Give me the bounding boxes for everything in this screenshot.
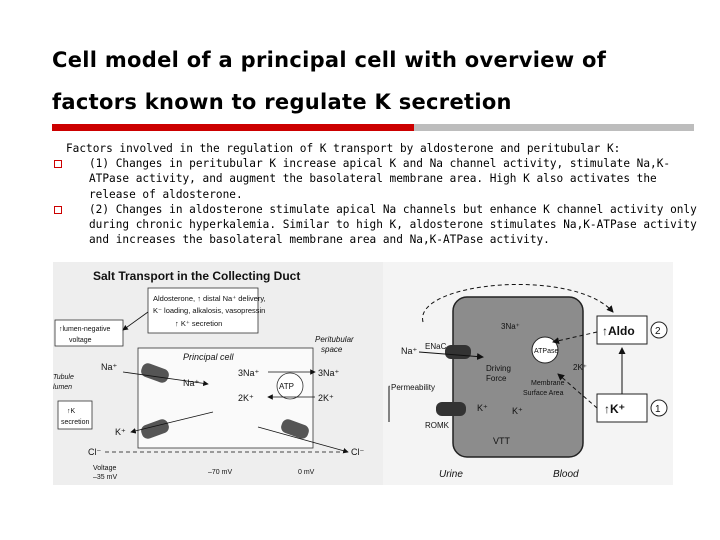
peritubular-label: Peritubular: [315, 335, 354, 344]
c2-na3-label: 3Na⁺: [501, 322, 520, 331]
tubule-lumen-label: lumen: [53, 384, 72, 391]
lumen-negative-box: [54, 319, 124, 347]
na3-out-label: 3Na⁺: [318, 368, 340, 378]
basolateral-channel-icon: [281, 419, 309, 439]
c2-na-label: Na⁺: [401, 346, 418, 356]
figure-svg: Salt Transport in the Collecting Duct Al…: [53, 262, 673, 485]
k-plus-box: [596, 393, 648, 423]
bullet-square-icon: [54, 160, 62, 169]
c2-driving-label: Driving: [486, 364, 511, 373]
c2-driving-label: Force: [486, 374, 507, 383]
atp-label: ATP: [279, 382, 294, 391]
voltage-cell-label: –70 mV: [208, 469, 232, 476]
voltage-blood-label: 0 mV: [298, 469, 315, 476]
k2-cell-label: 2K⁺: [238, 393, 254, 403]
bullet-item: (1) Changes in peritubular K increase ap…: [52, 156, 702, 202]
k-secretion-label: ↑K: [67, 408, 76, 415]
aldo-number-circle: [650, 321, 668, 339]
intro-text: Factors involved in the regulation of K …: [66, 142, 621, 155]
k-plus-label: ↑K⁺: [604, 402, 625, 416]
k2-out-label: 2K⁺: [318, 393, 334, 403]
c2-atpase-label: ATPase: [534, 348, 558, 355]
lumen-negative-label: voltage: [69, 337, 92, 344]
aldo-box: [596, 315, 648, 345]
c2-k2-label: 2K⁺: [573, 363, 587, 372]
c2-enac-label: ENaC: [425, 342, 447, 351]
aldo-label: ↑Aldo: [602, 324, 635, 338]
na3-cell-label: 3Na⁺: [238, 368, 260, 378]
voltage-lumen-label: –35 mV: [93, 474, 117, 481]
slide-body: Factors involved in the regulation of K …: [52, 141, 702, 247]
bullet-text: (1) Changes in peritubular K increase ap…: [89, 157, 671, 201]
voltage-lumen-label: Voltage: [93, 465, 116, 472]
urine-label: Urine: [439, 469, 463, 480]
na-lumen-label: Na⁺: [101, 362, 118, 372]
c2-vtt-label: VTT: [493, 436, 511, 446]
c2-membrane-label: Membrane: [531, 380, 565, 387]
factors-line: Aldosterone, ↑ distal Na⁺ delivery,: [153, 294, 266, 303]
na-cell-label: Na⁺: [183, 378, 200, 388]
bullet-item: (2) Changes in aldosterone stimulate api…: [52, 202, 702, 248]
peritubular-label: space: [321, 345, 343, 354]
aldo-number: 2: [655, 326, 661, 337]
principal-cell-label: Principal cell: [183, 352, 235, 362]
c2-romk-channel-icon: [436, 402, 466, 416]
aldo-feedback-arrow: [422, 283, 614, 323]
cl-out-label: Cl⁻: [351, 447, 364, 457]
lumen-negative-label: ↑lumen-negative: [59, 326, 110, 333]
c2-permeability-label: ↑Permeability: [387, 383, 435, 392]
c2-enac-channel-icon: [445, 345, 471, 359]
collecting-duct-figure: Salt Transport in the Collecting Duct Al…: [53, 262, 673, 485]
slide-title-line-1: Cell model of a principal cell with over…: [52, 48, 607, 72]
factors-line: K⁻ loading, alkalosis, vasopressin: [153, 306, 265, 315]
c2-atpase-icon: [531, 336, 559, 364]
cl-lumen-label: Cl⁻: [88, 447, 101, 457]
blood-label: Blood: [553, 469, 579, 480]
factors-box: [147, 287, 259, 334]
title-underline-gray: [414, 124, 694, 131]
title-underline-red: [52, 124, 414, 131]
figure-title: Salt Transport in the Collecting Duct: [93, 269, 300, 283]
tubule-lumen-label: Tubule: [53, 374, 74, 381]
c2-k-cell-label: K⁺: [477, 403, 488, 413]
c2-membrane-label: Surface Area: [523, 390, 564, 397]
k-secretion-box: [57, 400, 93, 430]
k-plus-number-circle: [650, 399, 668, 417]
collecting-duct-cell: [452, 296, 584, 458]
k-plus-number: 1: [655, 404, 661, 415]
c2-romk-label: ROMK: [425, 421, 450, 430]
k-lumen-label: K⁺: [115, 427, 126, 437]
k-secretion-label: secretion: [61, 419, 90, 426]
bullet-text: (2) Changes in aldosterone stimulate api…: [89, 202, 697, 247]
bullet-square-icon: [54, 205, 62, 214]
factors-line: ↑ K⁺ secretion: [175, 319, 222, 328]
slide-title-line-2: factors known to regulate K secretion: [52, 90, 512, 114]
na-k-pump-icon: [276, 372, 304, 400]
c2-k-right-label: K⁺: [512, 406, 523, 416]
